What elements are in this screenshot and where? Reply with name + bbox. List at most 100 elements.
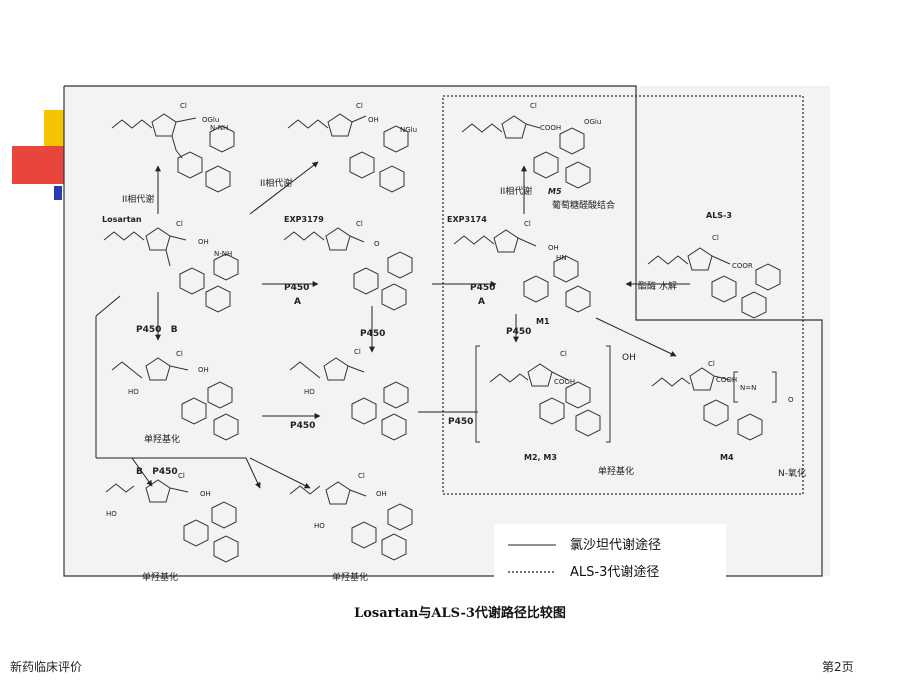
- atom-ogiu: OGiu: [584, 118, 601, 126]
- footer-page-number: 第2页: [822, 660, 854, 674]
- atom-cooh: COOH: [716, 376, 737, 384]
- atom-cl: Cl: [176, 220, 183, 228]
- label-m5: M5: [548, 187, 562, 196]
- atom-oh: OH: [368, 116, 379, 124]
- label-glucuronide: 葡萄糖醛酸结合: [552, 199, 615, 211]
- label-p450a-2: P450: [470, 283, 495, 293]
- atom-cl: Cl: [180, 102, 187, 110]
- atom-hn: HN: [556, 254, 567, 262]
- atom-ho: HO: [106, 510, 117, 518]
- arrow-exp3174-m4: [595, 317, 677, 357]
- label-a-2: A: [478, 297, 485, 307]
- structure-m2-m3: [475, 345, 611, 443]
- arrow-b-p450: [131, 457, 153, 487]
- footer-course-title: 新药临床评价: [10, 660, 83, 674]
- label-m1: M1: [536, 317, 550, 326]
- arrow-losartan-branch: [95, 295, 121, 317]
- legend-dotted-label: ALS-3代谢途径: [570, 564, 659, 580]
- label-phase2-a: II相代谢: [122, 193, 154, 205]
- als3-pathway-boundary: [442, 95, 804, 495]
- label-m2m3: M2, M3: [524, 453, 557, 462]
- figure-caption: Losartan与ALS-3代谢路径比较图: [354, 606, 566, 621]
- atom-nnh: N-NH: [214, 250, 232, 258]
- label-phase2-c: II相代谢: [500, 185, 532, 197]
- structure-m4: [651, 367, 777, 441]
- structure-hydroxy-losartan-b: [105, 479, 239, 563]
- structure-hydroxy-losartan: [111, 357, 239, 441]
- label-oh-group: OH: [622, 353, 636, 363]
- atom-oh: OH: [198, 238, 209, 246]
- atom-ho: HO: [304, 388, 315, 396]
- structure-hydroxy-exp3179: [289, 357, 409, 441]
- label-hydroxy-1: 单羟基化: [144, 433, 180, 445]
- compound-names: Losartan EXP3179 EXP3174 M5 ALS-3 M1 M2,…: [102, 187, 734, 462]
- label-p450-1: P450: [360, 329, 385, 339]
- arrow-hydroxy-b-drop: [245, 457, 261, 489]
- label-a-1: A: [294, 297, 301, 307]
- atom-labels: Cl OGlu N-NH Cl NGlu OH Cl COOH OGiu Cl …: [106, 102, 794, 530]
- slide-deco-blue: [54, 186, 62, 200]
- structure-exp3179-glucuronide: [287, 113, 409, 193]
- atom-cl: Cl: [176, 350, 183, 358]
- atom-nnh: N-NH: [210, 124, 228, 132]
- slide-deco-red: [12, 146, 64, 184]
- label-m4: M4: [720, 453, 734, 462]
- atom-oh: OH: [198, 366, 209, 374]
- reaction-arrows: [95, 161, 690, 489]
- atom-coor: COOR: [732, 262, 753, 270]
- atom-oh: OH: [200, 490, 211, 498]
- atom-cl: Cl: [530, 102, 537, 110]
- atom-cooh: COOH: [554, 378, 575, 386]
- label-exp3179: EXP3179: [284, 215, 324, 224]
- label-phase2-b: II相代谢: [260, 177, 292, 189]
- atom-cooh: COOH: [540, 124, 561, 132]
- label-n-oxide: N-氧化: [778, 467, 806, 479]
- structure-exp3174: [453, 229, 591, 313]
- label-losartan: Losartan: [102, 215, 142, 224]
- atom-oglu: OGlu: [202, 116, 219, 124]
- label-hydroxy-4: 单羟基化: [332, 571, 368, 583]
- atom-cl: Cl: [560, 350, 567, 358]
- atom-cl: Cl: [708, 360, 715, 368]
- atom-nglu: NGlu: [400, 126, 417, 134]
- atom-oh: OH: [376, 490, 387, 498]
- atom-nn: N=N: [740, 384, 756, 392]
- legend-box: [494, 524, 726, 584]
- arrow-exp3179-phase2: [249, 161, 319, 215]
- structure-als3: [647, 247, 781, 319]
- atom-cl: Cl: [178, 472, 185, 480]
- label-als3: ALS-3: [706, 211, 732, 220]
- losartan-pathway-boundary: [63, 85, 823, 577]
- label-p450-4: P450: [448, 417, 473, 427]
- atom-ho: HO: [314, 522, 325, 530]
- reaction-labels: II相代谢 II相代谢 II相代谢 葡萄糖醛酸结合 酯酶 水解 P450 A P…: [122, 177, 806, 583]
- label-b-p450: B P450: [136, 467, 178, 477]
- legend-solid-label: 氯沙坦代谢途径: [570, 537, 661, 553]
- compound-structures: [103, 113, 781, 563]
- atom-cl: Cl: [354, 348, 361, 356]
- atom-cl: Cl: [358, 472, 365, 480]
- structure-losartan-glucuronide: [111, 113, 235, 193]
- structure-m5: [461, 115, 591, 189]
- atom-o: O: [374, 240, 380, 248]
- atom-oh: OH: [548, 244, 559, 252]
- structure-hydroxy-exp3179-b: [289, 481, 413, 561]
- label-hydroxy-3: 单羟基化: [142, 571, 178, 583]
- structure-exp3179: [283, 227, 413, 311]
- legend: 氯沙坦代谢途径 ALS-3代谢途径: [494, 524, 726, 584]
- atom-cl: Cl: [712, 234, 719, 242]
- label-hydroxy-2: 单羟基化: [598, 465, 634, 477]
- label-exp3174: EXP3174: [447, 215, 487, 224]
- structure-losartan: [103, 227, 239, 313]
- label-p450a-1: P450: [284, 283, 309, 293]
- label-ester-hydrolysis: 酯酶 水解: [638, 280, 677, 292]
- atom-cl: Cl: [356, 102, 363, 110]
- label-p450-2: P450: [506, 327, 531, 337]
- label-p450b: P450 B: [136, 325, 178, 335]
- label-p450-3: P450: [290, 421, 315, 431]
- figure-panel: [64, 86, 830, 576]
- atom-ho: HO: [128, 388, 139, 396]
- atom-cl: Cl: [356, 220, 363, 228]
- arrow-row4-right: [249, 457, 311, 489]
